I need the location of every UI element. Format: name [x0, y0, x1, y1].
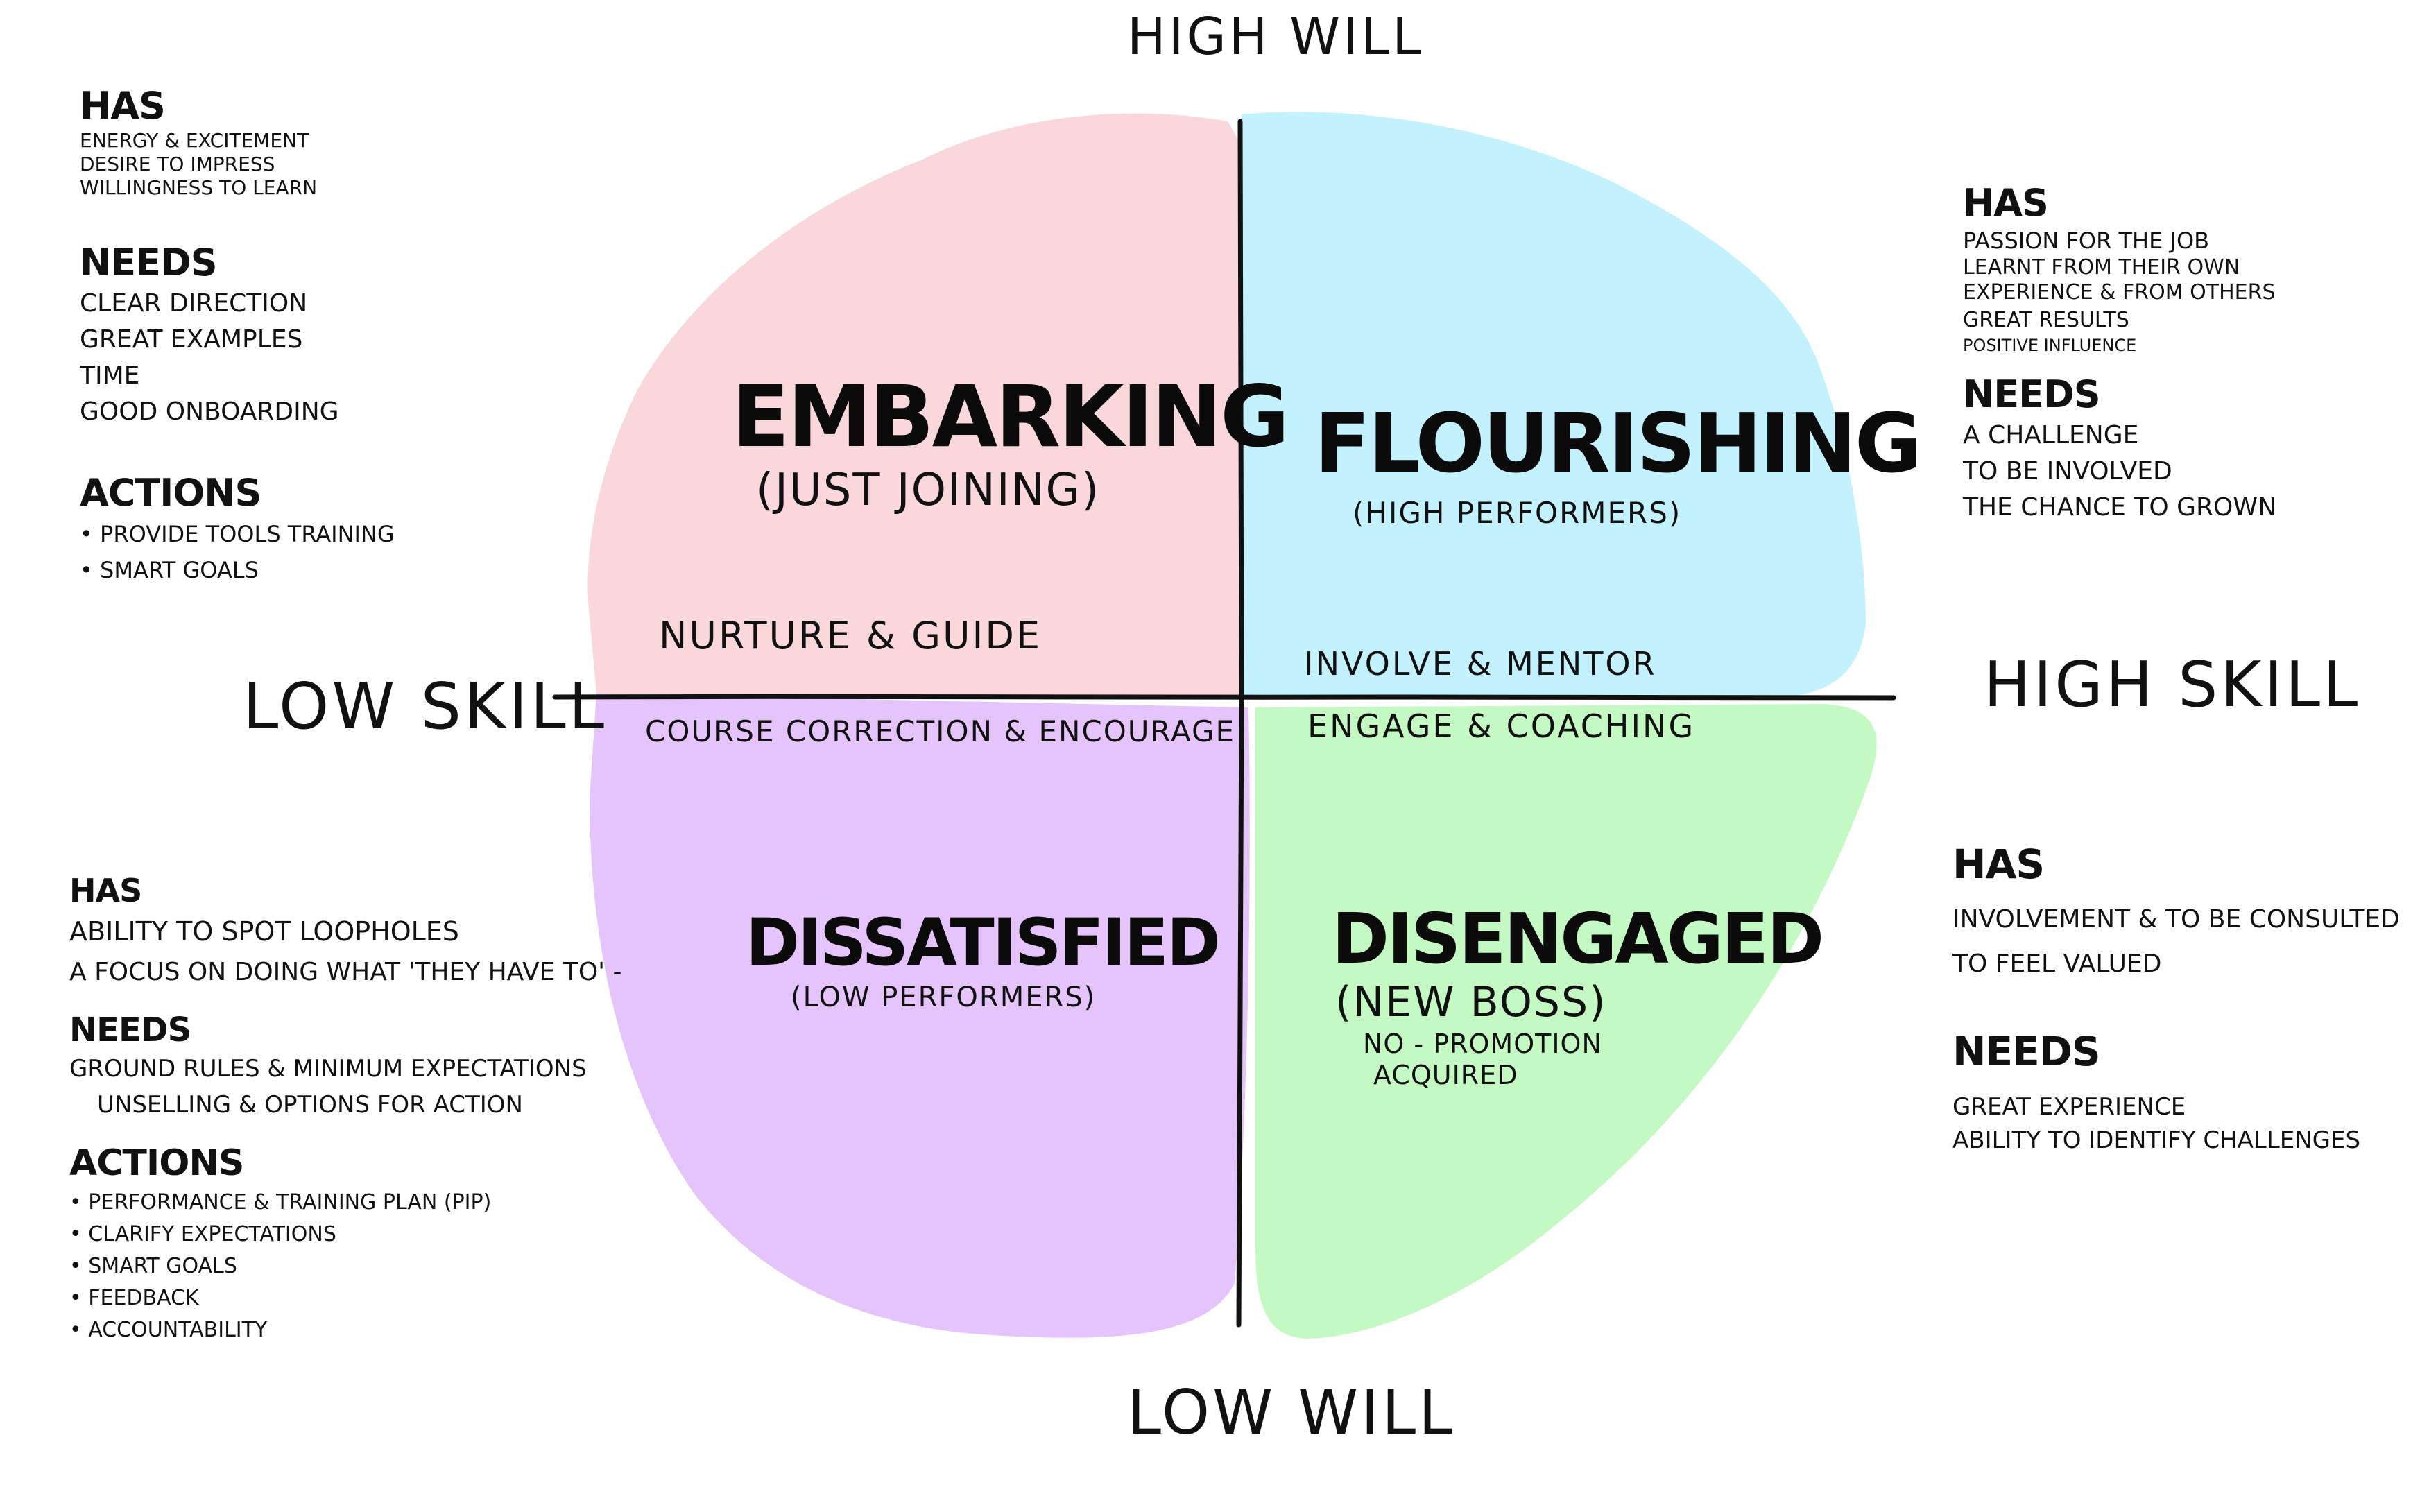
- list-item: • Smart goals: [69, 1254, 237, 1278]
- note-embarking-actions-list: • Provide tools training • Smart goals: [80, 516, 395, 588]
- quadrant-disengaged-subtitle: (NEW BOSS): [1335, 978, 1607, 1026]
- quadrant-disengaged-shape: [1255, 704, 1877, 1339]
- note-dissatisfied: HAS Ability to spot loopholes A focus on…: [69, 870, 621, 1346]
- quadrant-flourishing-title: FLOURISHING: [1314, 395, 1922, 491]
- list-item: Learnt from their own: [1963, 255, 2240, 280]
- list-item: • Accountability: [69, 1318, 268, 1342]
- list-item: Time: [80, 361, 140, 390]
- note-disengaged-needs-heading: NEEDS: [1952, 1028, 2101, 1075]
- quadrant-dissatisfied-title: DISSATISFIED: [746, 905, 1221, 981]
- list-item: • Provide tools training: [80, 521, 395, 547]
- axis-label-bottom: LOW WILL: [1127, 1377, 1456, 1448]
- note-embarking: HAS Energy & Excitement Desire to impres…: [80, 83, 395, 588]
- note-dissatisfied-actions-heading: Actions: [69, 1142, 244, 1184]
- horizontal-axis-line: [552, 694, 1896, 701]
- list-item: A challenge: [1963, 421, 2139, 449]
- list-item: Willingness to learn: [80, 176, 318, 199]
- axis-label-left: LOW SKILL: [243, 669, 607, 744]
- list-item: The chance to grown: [1963, 493, 2276, 522]
- note-embarking-has-heading: HAS: [80, 84, 166, 128]
- note-dissatisfied-needs-heading: NEEDS: [69, 1011, 191, 1049]
- list-item: unselling & options for action: [97, 1091, 523, 1119]
- axis-label-right: HIGH SKILL: [1984, 648, 2361, 721]
- list-item: • Performance & training plan (PIP): [69, 1190, 492, 1214]
- list-item: Ground rules & minimum expectations: [69, 1055, 587, 1083]
- list-item: experience & from others: [1963, 280, 2276, 304]
- note-flourishing-has-heading: HAS: [1963, 181, 2049, 225]
- quadrant-dissatisfied-subtitle: (LOW PERFORMERS): [791, 981, 1097, 1013]
- note-dissatisfied-has-heading: HAS: [69, 872, 142, 909]
- note-embarking-has-list: Energy & Excitement Desire to impress Wi…: [80, 129, 395, 200]
- note-disengaged-has-list: Involvement & to be consulted To feel va…: [1952, 897, 2400, 986]
- vertical-axis-line: [1236, 119, 1245, 1328]
- edge-label-flourishing: INVOLVE & MENTOR: [1304, 645, 1657, 682]
- edge-label-disengaged: ENGAGE & COACHING: [1307, 707, 1696, 745]
- list-item: Great results: [1963, 308, 2129, 332]
- note-dissatisfied-has-list: Ability to spot loopholes A focus on doi…: [69, 911, 621, 993]
- note-embarking-needs-heading: NEEDS: [80, 241, 218, 284]
- list-item: • Feedback: [69, 1286, 199, 1310]
- note-embarking-actions-heading: Actions: [80, 471, 261, 515]
- edge-label-dissatisfied: COURSE CORRECTION & ENCOURAGE: [645, 714, 1236, 748]
- list-item: Good onboarding: [80, 397, 339, 426]
- quadrant-embarking-shape: [587, 113, 1245, 697]
- note-flourishing-needs-list: A challenge to be involved The chance to…: [1963, 418, 2276, 526]
- note-embarking-needs-list: Clear direction Great examples Time Good…: [80, 286, 395, 430]
- list-item: Involvement & to be consulted: [1952, 905, 2400, 934]
- list-item: Clear direction: [80, 289, 308, 318]
- list-item: Energy & Excitement: [80, 129, 309, 152]
- note-disengaged-has-heading: HAS: [1952, 841, 2045, 888]
- note-disengaged: HAS Involvement & to be consulted To fee…: [1952, 839, 2400, 1157]
- quadrant-disengaged-title: DISENGAGED: [1332, 898, 1824, 979]
- list-item: Great examples: [80, 325, 303, 354]
- note-flourishing-needs-heading: NEEDS: [1963, 372, 2101, 416]
- list-item: Great experience: [1952, 1093, 2186, 1121]
- quadrant-dissatisfied-shape: [590, 694, 1250, 1338]
- list-item: • Clarify expectations: [69, 1222, 336, 1246]
- list-item: Positive influence: [1963, 336, 2137, 355]
- quadrant-embarking-title: EMBARKING: [732, 368, 1289, 466]
- quadrant-disengaged-extra-2: ACQUIRED: [1373, 1060, 1518, 1090]
- axis-label-top: HIGH WILL: [1127, 7, 1424, 67]
- note-dissatisfied-needs-list: Ground rules & minimum expectations unse…: [69, 1051, 621, 1123]
- list-item: Desire to impress: [80, 153, 275, 175]
- note-dissatisfied-actions-list: • Performance & training plan (PIP) • Cl…: [69, 1187, 621, 1346]
- list-item: Ability to spot loopholes: [69, 916, 459, 947]
- list-item: Passion for the job: [1963, 227, 2210, 254]
- list-item: A focus on doing what 'they have to' -: [69, 958, 622, 986]
- note-flourishing: HAS Passion for the job Learnt from thei…: [1963, 180, 2276, 526]
- list-item: Ability to identify challenges: [1952, 1126, 2361, 1154]
- list-item: To feel valued: [1952, 950, 2162, 978]
- edge-label-embarking: NURTURE & GUIDE: [659, 614, 1042, 658]
- list-item: • Smart goals: [80, 557, 259, 583]
- note-flourishing-has-list: Passion for the job Learnt from their ow…: [1963, 226, 2276, 355]
- quadrant-flourishing-shape: [1242, 112, 1866, 697]
- quadrant-flourishing-subtitle: (HIGH PERFORMERS): [1353, 496, 1682, 530]
- list-item: to be involved: [1963, 457, 2172, 486]
- quadrant-disengaged-extra-1: NO - PROMOTION: [1363, 1029, 1602, 1059]
- note-disengaged-needs-list: Great experience Ability to identify cha…: [1952, 1090, 2400, 1157]
- quadrant-embarking-subtitle: (JUST JOINING): [756, 465, 1101, 516]
